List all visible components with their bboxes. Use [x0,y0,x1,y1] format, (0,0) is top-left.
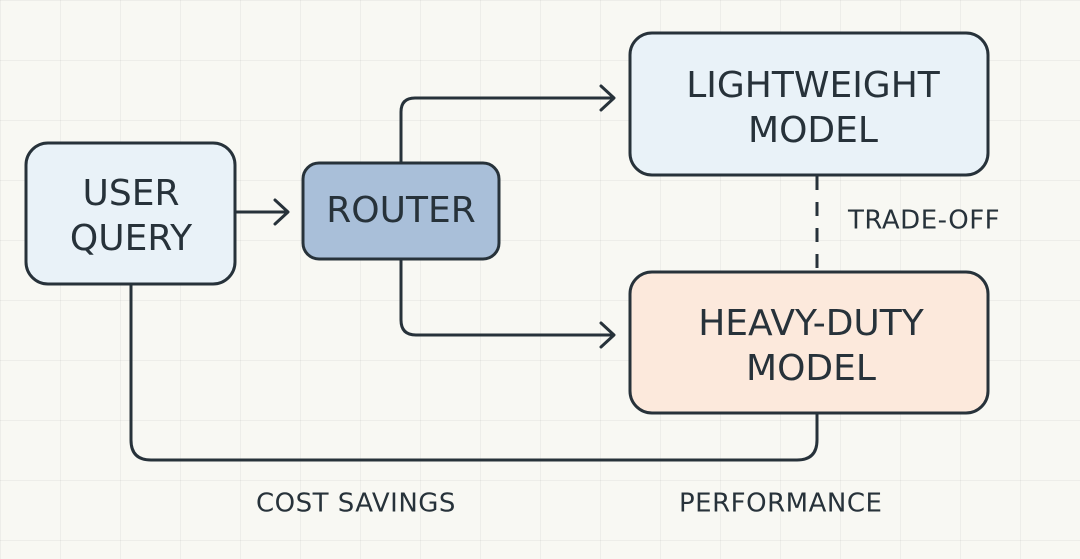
node-router-box [301,161,501,261]
node-lightweight-model-label-line2: MODEL [748,110,878,151]
arrowhead-heavy-duty-icon [599,321,616,349]
arrowhead-lightweight-icon [599,84,616,112]
edge-router-to-heavy-duty [399,258,615,337]
edge-user-query-to-heavy-duty-loop [129,283,819,462]
node-lightweight-model-box [628,31,990,177]
node-user-query-label-line1: USER [83,173,180,214]
node-user-query-label-line2: QUERY [70,218,193,259]
trade-off-label: TRADE-OFF [847,206,1000,236]
node-heavy-duty-model: HEAVY-DUTY MODEL [628,270,990,415]
node-lightweight-model-label-line1: LIGHTWEIGHT [686,65,941,106]
node-router: ROUTER [301,161,501,261]
node-lightweight-model: LIGHTWEIGHT MODEL [628,31,990,177]
node-user-query: USER QUERY [24,141,237,286]
performance-label: PERFORMANCE [679,489,882,519]
arrowhead-router-icon [273,198,290,226]
node-heavy-duty-model-label-line2: MODEL [746,348,876,389]
node-heavy-duty-model-label-line1: HEAVY-DUTY [698,303,925,344]
edge-router-to-lightweight [399,96,615,164]
node-router-label: ROUTER [326,190,475,231]
cost-savings-label: COST SAVINGS [256,489,456,519]
connectors [129,84,819,462]
node-heavy-duty-model-box [628,270,990,415]
node-user-query-box [24,141,237,286]
